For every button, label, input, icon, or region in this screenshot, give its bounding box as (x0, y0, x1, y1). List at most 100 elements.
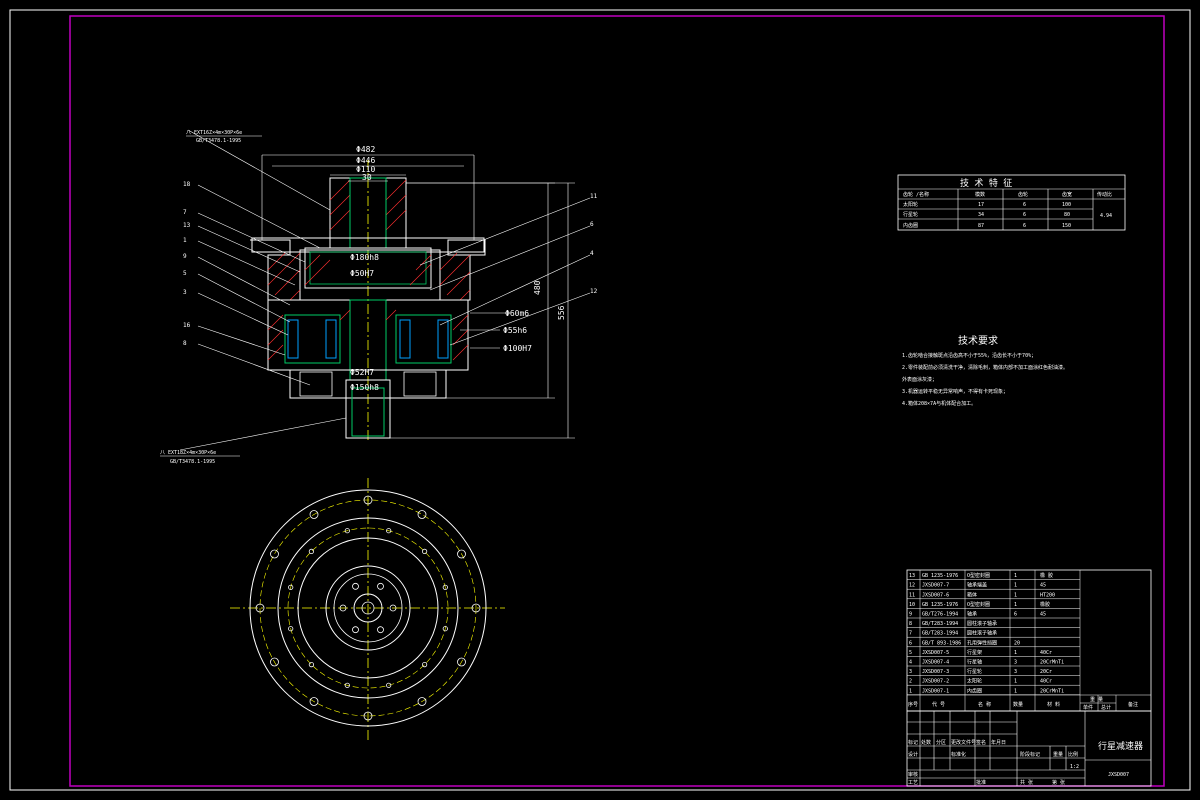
callout-6: 6 (590, 221, 594, 228)
tb-process: 工艺 (908, 780, 918, 786)
bom-cell: O型密封圈 (967, 572, 990, 579)
callout-7: 7 (183, 209, 187, 216)
bom-cell: 9 (909, 612, 912, 618)
bom-cell: 1 (1014, 583, 1017, 589)
dim-d110: Φ110 (356, 165, 375, 174)
outer-bolt-hole (457, 549, 466, 559)
input-shaft-hatch (329, 179, 407, 231)
req-line-4: 3.机器运转平稳无异常响声，不得有卡死现象； (902, 388, 1008, 395)
bom-cell: 箱体 (967, 591, 977, 598)
drawing-name: 行星减速器 (1098, 740, 1143, 752)
outer-frame (9, 9, 1191, 791)
bom-cell: JXSD007-1 (922, 688, 949, 694)
bom-cell: 内齿圈 (967, 687, 982, 694)
drawing-scale: 1:2 (1070, 764, 1079, 770)
spline-note-bottom-1: 八 EXT18Z×4m×30P×6e (160, 450, 216, 456)
bom-cell: JXSD007-3 (922, 669, 949, 675)
bom-cell: 20CrMnTi (1040, 688, 1064, 694)
callout-12: 12 (590, 288, 598, 295)
inner-bolt-hole (442, 584, 448, 590)
bom-cell: 40Cr (1040, 679, 1052, 685)
hub-bolt-hole (377, 582, 384, 590)
bom-cell: 橡胶 (1040, 601, 1050, 608)
bom-cell: 圆柱滚子轴承 (967, 630, 997, 637)
outer-bolt-hole (471, 603, 481, 613)
tb-sign: 签名 (976, 739, 986, 746)
spline-note-bottom-2: GB/T3478.1-1995 (170, 459, 215, 465)
tech-r2-c0: 内齿圈 (903, 222, 918, 229)
hub-bolt-hole (389, 604, 397, 612)
bom-cell: 橡 胶 (1040, 572, 1053, 579)
tech-r0-c0: 太阳轮 (903, 201, 918, 208)
lower-carrier (289, 369, 447, 399)
bom-cell: GB/T 893-1986 (922, 640, 961, 646)
dim-d180h8: Φ180h8 (350, 253, 379, 262)
section-view: Φ482 Φ446 Φ110 30 Φ180h8 Φ50H7 Φ60m6 Φ55… (160, 129, 598, 465)
outer-bolt-hole (270, 549, 279, 559)
outer-bolt-hole (417, 510, 427, 519)
bom-cell: 10 (909, 602, 915, 608)
outer-bolt-hole (417, 697, 427, 706)
dim-30: 30 (362, 173, 372, 182)
tb-standard: 标准化 (951, 751, 966, 758)
bom-cell: 45 (1040, 612, 1046, 618)
bom-cell: 8 (909, 621, 912, 627)
tech-r1-c0: 行星轮 (903, 211, 918, 218)
tech-r2-c2: 6 (1023, 223, 1026, 229)
dim-d50h7: Φ50H7 (350, 269, 374, 278)
bom-cell: GB 1235-1976 (922, 573, 958, 579)
tb-sheet-no: 第 张 (1052, 779, 1065, 786)
inner-bolt-hole (421, 548, 428, 555)
bearing-left-2 (325, 319, 337, 359)
hub-bolt-hole (352, 626, 359, 634)
tech-col-teeth: 齿轮 (1018, 191, 1028, 198)
hub-bolt-holes (339, 582, 397, 634)
callout-9: 9 (183, 253, 187, 260)
bom-cell: 3 (1014, 669, 1017, 675)
bom-cell: 行星轴 (967, 659, 982, 666)
hub-circle (325, 565, 411, 651)
tech-characteristics-table: 技 术 特 征 齿轮 /名称 模数 齿轮 齿宽 传动比 太阳轮 17 6 100… (897, 174, 1126, 231)
leaders-right (419, 197, 591, 346)
tech-r1-c2: 6 (1023, 212, 1026, 218)
output-shaft (345, 379, 391, 439)
sun-gear-hatch (304, 254, 432, 286)
bom-cell: 行星架 (967, 649, 982, 656)
dim-d100h7: Φ100H7 (503, 344, 532, 353)
bom-cell: 2 (909, 679, 912, 685)
planet-left (284, 314, 341, 364)
tech-col-width: 齿宽 (1062, 191, 1072, 198)
bearing-right (399, 319, 411, 359)
tb-weight: 重量 (1053, 751, 1063, 758)
callout-8: 8 (183, 340, 187, 347)
dim-480: 480 (533, 280, 542, 295)
bom-cell: 圆柱滚子轴承 (967, 620, 997, 627)
shaft-circle (353, 593, 383, 623)
bom-cell: 3 (1014, 660, 1017, 666)
lower-bearing-right (403, 371, 437, 397)
tech-r1-c1: 34 (978, 212, 984, 218)
bom-cell: 轴承端盖 (967, 582, 987, 589)
bom-h-code: 代 号 (932, 701, 945, 708)
output-shaft-spline (351, 387, 385, 437)
title-block-text: 行星减速器 JXSD007 1:2 标记 处数 分区 更改文件号 签名 年月日 … (908, 739, 1143, 786)
tech-r1-c3: 80 (1064, 212, 1070, 218)
tech-r2-c3: 150 (1062, 223, 1071, 229)
hub-bolt-hole (352, 582, 359, 590)
inner-bolt-hole (421, 661, 428, 668)
bom-h-name: 名 称 (978, 701, 991, 708)
bom-cell: 1 (1014, 573, 1017, 579)
callout-3: 3 (183, 289, 187, 296)
shaft-core-circle (361, 601, 375, 615)
tech-r0-c1: 17 (978, 202, 984, 208)
bom-cell: 1 (909, 688, 912, 694)
bom-cell: JXSD007-7 (922, 583, 949, 589)
req-line-2: 2.零件装配前必须清洗干净，清除毛刺，箱体内部不加工面涂红色耐油漆。 (902, 364, 1068, 371)
tb-count: 处数 (921, 739, 931, 746)
requirements-title: 技术要求 (958, 334, 998, 347)
dim-d446: Φ446 (356, 156, 375, 165)
inner-bolt-hole (344, 528, 350, 534)
req-line-3: 外表面涂灰漆； (902, 376, 937, 383)
bom-cell: JXSD007-5 (922, 650, 949, 656)
